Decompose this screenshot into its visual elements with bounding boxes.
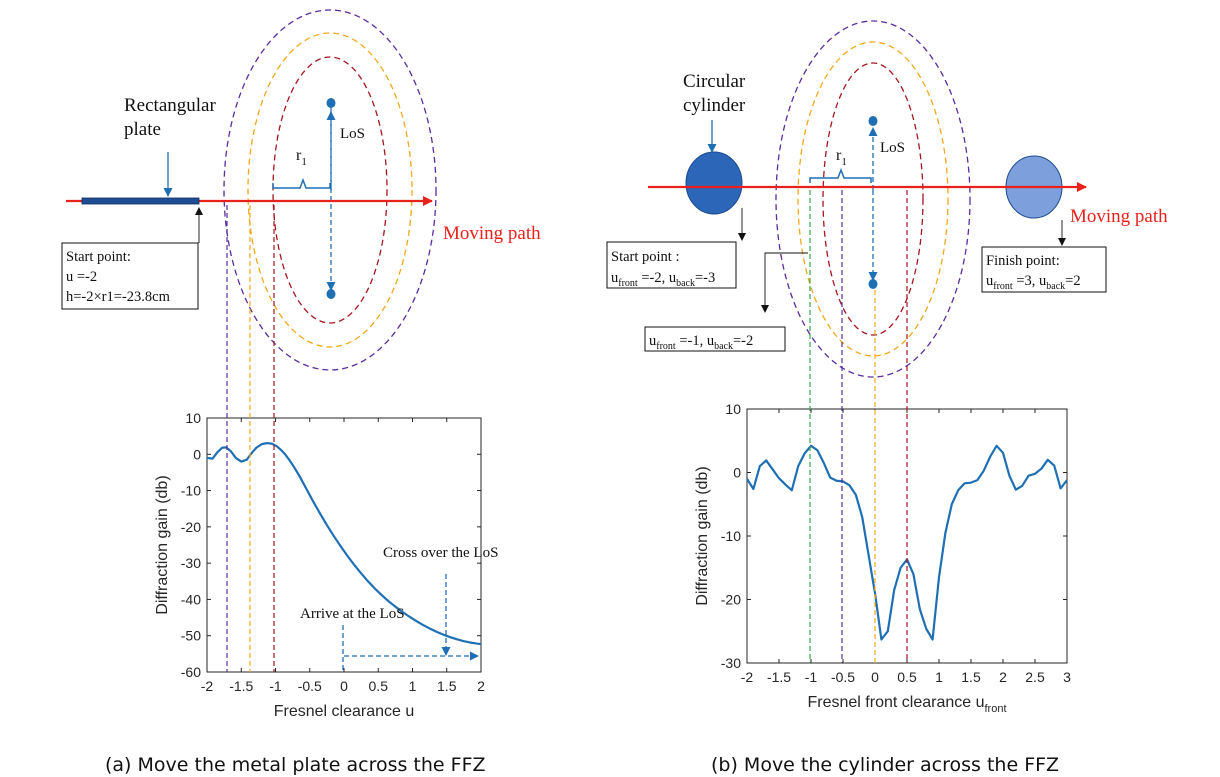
chart-b-ytick-label: -10 [721, 528, 741, 544]
chart-b-xtick-label: -2 [741, 669, 754, 685]
chart-a-ytick-label: -60 [181, 664, 201, 680]
antenna-tx-b [868, 116, 878, 126]
fresnel-zone-outer-b [775, 20, 971, 378]
moving-path-label-b: Moving path [1070, 206, 1168, 227]
chart-a-series-line [206, 441, 482, 646]
antenna-tx-a [326, 98, 336, 108]
chart-b-xtick-label: 1.5 [961, 669, 981, 685]
start-box-b-title: Start point : [611, 249, 679, 265]
mid-point-box-b [644, 326, 786, 352]
chart-b-xlabel: Fresnel front clearance ufront [808, 694, 1007, 715]
antenna-rx-b [868, 279, 878, 289]
chart-b-xtick-label: 0.5 [897, 669, 917, 685]
chart-a-xtick-label: -0.5 [298, 678, 322, 694]
start-point-box-a [61, 242, 199, 310]
guide-lines-a [226, 205, 275, 672]
cylinder-start [685, 151, 743, 215]
panel-a-annotations: Cross over the LoS Arrive at the LoS [300, 545, 498, 672]
chart-b-xtick-label: 2.5 [1025, 669, 1045, 685]
fresnel-zone-inner-a [272, 56, 388, 324]
antenna-rx-a [326, 289, 336, 299]
chart-a-ylabel: Diffraction gain (db) [154, 475, 171, 614]
chart-a-ytick-label: -30 [181, 555, 201, 571]
r1-label-a: r1 [296, 147, 307, 168]
chart-b-xtick-label: 2 [999, 669, 1007, 685]
chart-b-ylabel: Diffraction gain (db) [694, 466, 711, 605]
chart-a-xtick-label: -2 [201, 678, 214, 694]
chart-a-xtick-label: 1 [409, 678, 417, 694]
chart-b-xtick-label: 3 [1063, 669, 1071, 685]
panel-a-chart: -2 -1.5 -1 -0.5 0 0.5 1 1.5 2 10 0 -10 -20 -30 -40 -50 -… [154, 410, 485, 720]
moving-path-label-a: Moving path [443, 223, 541, 244]
chart-b-ytick-label: -20 [721, 592, 741, 608]
los-label-a: LoS [340, 126, 365, 142]
chart-a-ytick-label: -20 [181, 519, 201, 535]
start-point-box-b [606, 241, 737, 289]
chart-b-ytick-label: 0 [733, 465, 741, 481]
rectangular-plate [81, 197, 200, 205]
fresnel-zone-outer-a [223, 9, 437, 371]
start-box-line2: u =-2 [66, 269, 97, 285]
cylinder-label-line1: Circular [683, 71, 746, 92]
fresnel-zone-middle-a [247, 32, 413, 348]
r1-brace-b [809, 167, 872, 183]
cylinder-label-line2: cylinder [683, 95, 746, 116]
chart-b-xtick-label: -0.5 [831, 669, 855, 685]
chart-a-xtick-label: 0.5 [369, 678, 389, 694]
fresnel-zone-middle-b [797, 41, 949, 357]
chart-b-xtick-label: -1 [805, 669, 818, 685]
r1-brace-a [272, 177, 331, 189]
chart-a-plot-frame [206, 417, 482, 673]
cross-over-label: Cross over the LoS [383, 545, 498, 561]
chart-a-xlabel: Fresnel clearance u [274, 703, 415, 720]
chart-b-xtick-label: -1.5 [767, 669, 791, 685]
start-box-b-values: ufront =-2, uback=-3 [611, 270, 715, 289]
chart-b-ytick-label: -30 [721, 655, 741, 671]
panel-b-chart: -2 -1.5 -1 -0.5 0 0.5 1 1.5 2 2.5 3 10 0 -10 -20 -30Fre… [694, 401, 1071, 715]
fresnel-zone-inner-b [822, 62, 924, 336]
chart-a-ytick-label: 10 [185, 410, 201, 426]
mid-box-b-values: ufront =-1, uback=-2 [649, 333, 753, 352]
guide-lines-b [809, 190, 908, 663]
panel-a-diagram: LoS r1 Moving path Rectangular plate Sta… [61, 9, 541, 371]
chart-a-xtick-label: -1 [269, 678, 282, 694]
chart-b-xtick-label: 1 [935, 669, 943, 685]
finish-box-b-title: Finish point: [986, 253, 1060, 269]
chart-a-ytick-label: 0 [193, 446, 201, 462]
caption-b: (b) Move the cylinder across the FFZ [711, 754, 1059, 776]
chart-a-xtick-label: 2 [477, 678, 485, 694]
plate-label-line2: plate [124, 119, 161, 140]
chart-a-xtick-label: 1.5 [437, 678, 457, 694]
finish-point-box-b [981, 246, 1107, 293]
finish-box-b-values: ufront =3, uback=2 [986, 273, 1081, 292]
start-box-line1: Start point: [66, 249, 131, 265]
chart-a-ytick-label: -10 [181, 483, 201, 499]
panel-b-diagram: LoS r1 Moving path Circular cylinder Sta… [606, 20, 1168, 378]
arrive-label: Arrive at the LoS [300, 606, 405, 622]
plate-label-line1: Rectangular [124, 95, 216, 116]
chart-a-xtick-label: 0 [340, 678, 348, 694]
start-box-line3: h=-2×r1=-23.8cm [66, 289, 171, 305]
r1-label-b: r1 [836, 147, 847, 168]
chart-a-xtick-label: -1.5 [229, 678, 253, 694]
chart-a-ytick-label: -40 [181, 591, 201, 607]
mid-pointer-b [761, 252, 808, 313]
chart-b-ytick-label: 10 [725, 401, 741, 417]
chart-a-ytick-label: -50 [181, 628, 201, 644]
los-label-b: LoS [880, 140, 905, 156]
chart-b-xtick-label: 0 [871, 669, 879, 685]
caption-a: (a) Move the metal plate across the FFZ [105, 754, 486, 776]
